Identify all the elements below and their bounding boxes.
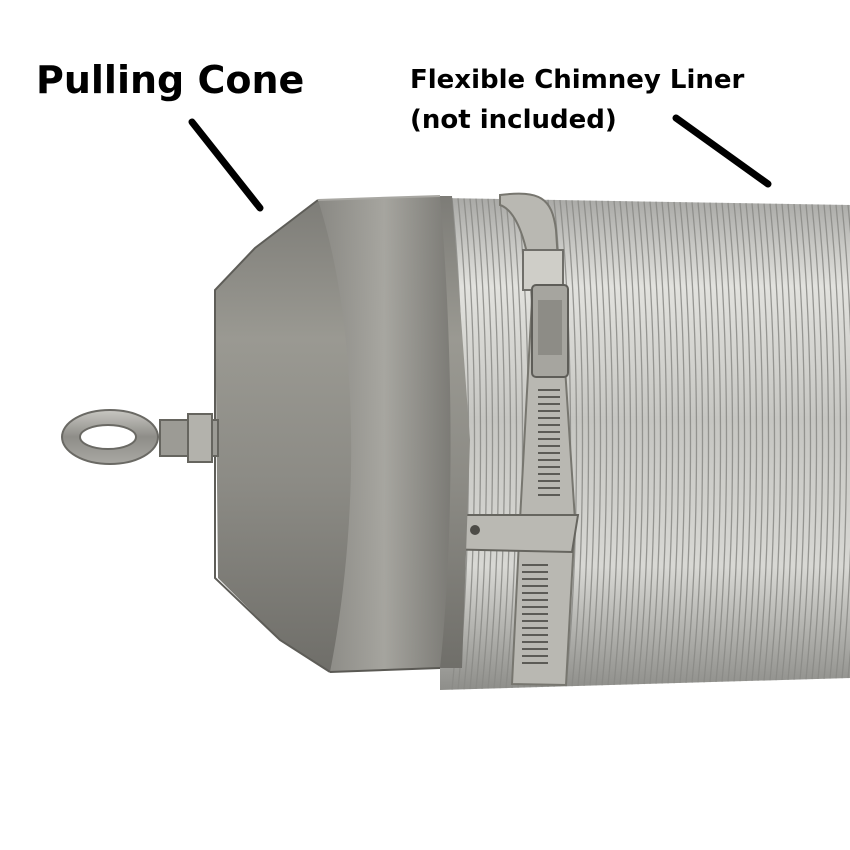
liner-rib — [571, 200, 584, 687]
liner-rib — [601, 200, 614, 686]
liner-rib — [493, 198, 506, 689]
liner-rib — [667, 201, 680, 684]
liner-rib — [793, 203, 806, 680]
liner-rib — [613, 200, 626, 685]
liner-rib — [673, 201, 686, 684]
pulling-cone-pointer — [188, 118, 264, 212]
liner-rib — [769, 203, 782, 681]
liner-rib — [583, 200, 596, 686]
liner-rib — [697, 202, 710, 683]
liner-label-line1: Flexible Chimney Liner — [410, 65, 745, 95]
liner-rib — [817, 204, 830, 680]
liner-pointer — [672, 114, 772, 188]
liner-rib — [685, 202, 698, 683]
liner-rib — [787, 203, 800, 680]
flexible-liner — [440, 198, 850, 690]
liner-rib — [595, 200, 608, 686]
liner-rib — [565, 200, 578, 687]
liner-rib — [727, 202, 740, 682]
liner-rib — [715, 202, 728, 682]
liner-rib — [799, 204, 812, 680]
liner-rib — [631, 201, 644, 685]
liner-rib — [625, 201, 638, 685]
liner-rib — [763, 203, 776, 681]
liner-rib — [655, 201, 668, 684]
liner-rib — [643, 201, 656, 685]
pulling-cone-label: Pulling Cone — [36, 58, 305, 102]
liner-rib — [721, 202, 734, 682]
liner-rib — [781, 203, 794, 681]
liner-rib — [709, 202, 722, 683]
liner-rib — [703, 202, 716, 683]
liner-rib — [637, 201, 650, 685]
liner-rib — [775, 203, 788, 681]
liner-rib — [475, 198, 488, 690]
liner-rib — [577, 200, 590, 687]
liner-rib — [463, 198, 476, 690]
liner-rib — [841, 204, 850, 679]
liner-rib — [757, 203, 770, 681]
liner-rib — [829, 204, 842, 679]
liner-rib — [649, 201, 662, 684]
liner-rib — [823, 204, 836, 679]
liner-rib — [751, 203, 764, 681]
liner-rib — [505, 199, 518, 689]
liner-rib — [679, 202, 692, 684]
liner-rib — [739, 203, 752, 682]
liner-rib — [619, 201, 632, 685]
liner-rib — [469, 198, 482, 690]
liner-rib — [691, 202, 704, 683]
liner-label-line2: (not included) — [410, 105, 617, 135]
eyebolt-icon — [61, 409, 219, 465]
liner-rib — [661, 201, 674, 684]
liner-rib — [481, 198, 494, 689]
liner-rib — [487, 198, 500, 689]
liner-rib — [811, 204, 824, 680]
liner-label: Flexible Chimney Liner (not included) — [410, 60, 744, 140]
liner-rib — [835, 204, 848, 679]
liner-rib — [745, 203, 758, 682]
liner-rib — [499, 198, 512, 689]
liner-rib — [733, 202, 746, 682]
liner-rib — [589, 200, 602, 686]
liner-rib — [805, 204, 818, 680]
liner-rib — [607, 200, 620, 686]
pulling-cone — [214, 195, 470, 673]
